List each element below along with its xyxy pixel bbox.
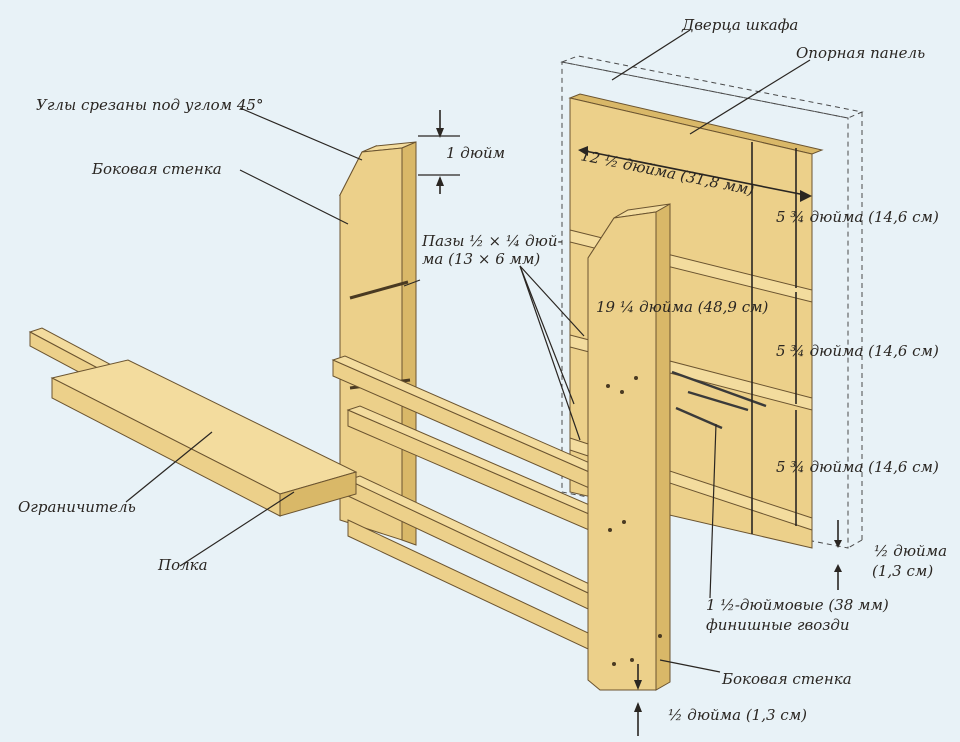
label-shelf: Полка xyxy=(157,556,208,574)
right-side-wall xyxy=(587,203,671,691)
label-nails-line2: финишные гвозди xyxy=(706,616,850,634)
label-stopper: Ограничитель xyxy=(18,498,136,516)
label-support-panel: Опорная панель xyxy=(796,44,925,62)
label-grooves-line1: Пазы ½ × ¼ дюй- xyxy=(421,232,563,250)
label-half-inch-bottom: ½ дюйма (1,3 см) xyxy=(668,706,807,724)
label-angles: Углы срезаны под углом 45° xyxy=(36,96,263,114)
label-door: Дверца шкафа xyxy=(681,16,798,34)
finishing-nails xyxy=(671,370,767,430)
label-grooves-line2: ма (13 × 6 мм) xyxy=(422,250,540,268)
label-spacing-3: 5 ¾ дюйма (14,6 см) xyxy=(776,458,939,476)
dimension-arrows xyxy=(418,110,842,736)
shelf-rails xyxy=(331,355,617,657)
label-height-dim: 19 ¼ дюйма (48,9 см) xyxy=(596,298,769,316)
label-one-inch: 1 дюйм xyxy=(446,144,505,162)
shelf-board xyxy=(50,359,358,517)
label-half-inch-right-2: (1,3 см) xyxy=(872,562,933,580)
label-side-wall-bottom: Боковая стенка xyxy=(721,670,852,688)
label-spacing-1: 5 ¾ дюйма (14,6 см) xyxy=(776,208,939,226)
label-side-wall-top: Боковая стенка xyxy=(91,160,222,178)
cabinet-door-outline xyxy=(560,55,864,549)
leader-lines xyxy=(125,29,811,673)
label-spacing-2: 5 ¾ дюйма (14,6 см) xyxy=(776,342,939,360)
label-nails-line1: 1 ½-дюймовые (38 мм) xyxy=(706,596,889,614)
label-half-inch-right-1: ½ дюйма xyxy=(874,542,947,560)
